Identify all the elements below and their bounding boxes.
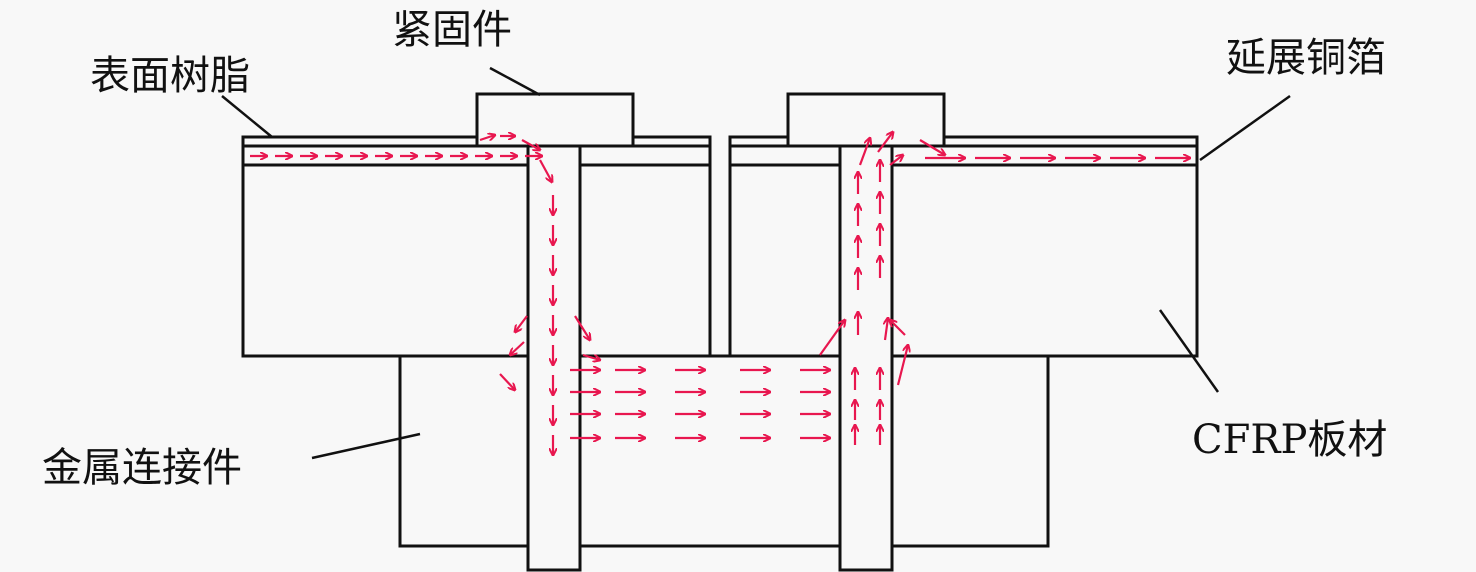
metal-connector: [398, 354, 1050, 548]
cfrp-plate-right: [728, 135, 1199, 358]
label-cfrp-plate: CFRP板材: [1192, 417, 1388, 463]
fastener-shank-right: [838, 144, 894, 572]
current-arrow: [896, 345, 908, 386]
cfrp-plate-left: [241, 135, 712, 358]
current-arrow: [510, 341, 525, 355]
leader-fastener: [489, 66, 541, 97]
current-arrow: [479, 135, 495, 142]
current-arrow: [890, 320, 906, 336]
leader-cfrp: [1158, 309, 1220, 393]
fastener-head-right: [786, 92, 946, 148]
current-arrow: [499, 373, 515, 390]
label-surface-resin: 表面树脂: [90, 53, 250, 99]
current-flow-arrows: [250, 132, 1190, 455]
label-metal-connector: 金属连接件: [42, 445, 242, 491]
leader-copper-foil: [1199, 94, 1291, 162]
fastener-head-left: [475, 92, 635, 148]
leader-metal-connector: [311, 432, 421, 460]
current-arrow: [858, 138, 870, 166]
leader-surface-resin: [221, 95, 273, 138]
current-arrow: [819, 320, 845, 356]
current-arrow: [885, 318, 888, 341]
current-arrow: [521, 139, 540, 150]
current-arrow: [515, 315, 528, 332]
label-fastener: 紧固件: [392, 7, 512, 53]
current-arrow: [877, 132, 893, 153]
current-arrow: [919, 139, 945, 155]
current-arrow: [574, 315, 590, 340]
label-expanded-copper-foil: 延展铜箔: [1226, 35, 1386, 81]
current-arrow: [539, 159, 552, 182]
current-arrow: [889, 155, 903, 166]
current-arrow: [582, 353, 600, 360]
